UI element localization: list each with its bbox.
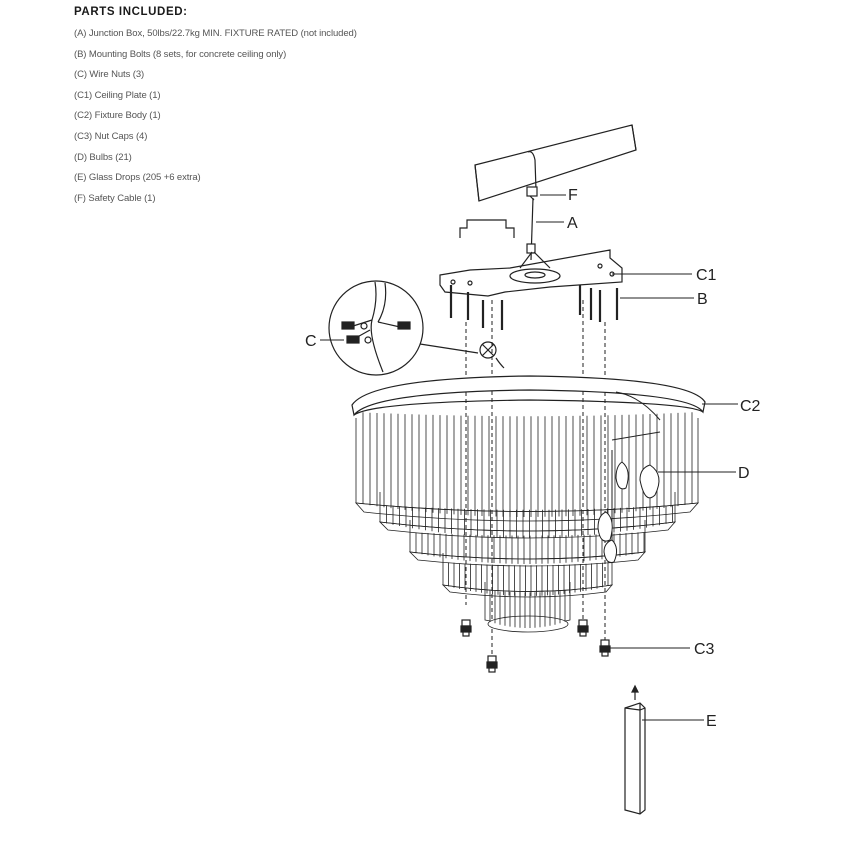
crystal-tier-5 (484, 582, 571, 633)
part-item-c2: (C2) Fixture Body (1) (74, 110, 161, 122)
nut-caps (460, 619, 611, 673)
crystal-tier-1 (355, 412, 699, 522)
fixture-canopy (351, 375, 706, 417)
part-item-c: (C) Wire Nuts (3) (74, 69, 145, 81)
parts-list-heading: PARTS INCLUDED: (74, 6, 188, 18)
fixture-wire-connection (479, 341, 505, 369)
glass-drop (624, 684, 646, 815)
part-item-d: (D) Bulbs (21) (74, 151, 132, 163)
part-item-c3: (C3) Nut Caps (4) (74, 130, 148, 142)
callout-b: B (697, 291, 708, 308)
callout-c3: C3 (694, 641, 715, 658)
junction-box (459, 219, 515, 238)
part-item-f: (F) Safety Cable (1) (74, 192, 156, 204)
part-item-c1: (C1) Ceiling Plate (1) (74, 89, 161, 101)
callout-f: F (568, 187, 578, 204)
callout-e: E (706, 713, 717, 730)
callout-c: C (305, 333, 317, 350)
ceiling-joist (474, 124, 637, 202)
alignment-lines (465, 300, 606, 660)
wire-detail (328, 280, 479, 376)
callout-d: D (738, 465, 750, 482)
parts-list: PARTS INCLUDED: (A) Junction Box, 50lbs/… (74, 4, 434, 209)
mounting-bolts (449, 285, 619, 330)
part-item-e: (E) Glass Drops (205 +6 extra) (74, 172, 201, 184)
crystal-tier-4 (441, 553, 614, 598)
callout-c1: C1 (696, 267, 717, 284)
ceiling-plate (439, 249, 623, 297)
part-item-a: (A) Junction Box, 50lbs/22.7kg MIN. FIXT… (74, 28, 357, 39)
part-item-b: (B) Mounting Bolts (8 sets, for concrete… (74, 48, 287, 60)
leader-lines (320, 194, 738, 721)
crystal-tier-2 (378, 492, 676, 539)
bulbs (597, 391, 661, 563)
callout-a: A (567, 215, 578, 232)
crystal-tier-3 (408, 520, 646, 567)
callout-c2: C2 (740, 398, 761, 415)
